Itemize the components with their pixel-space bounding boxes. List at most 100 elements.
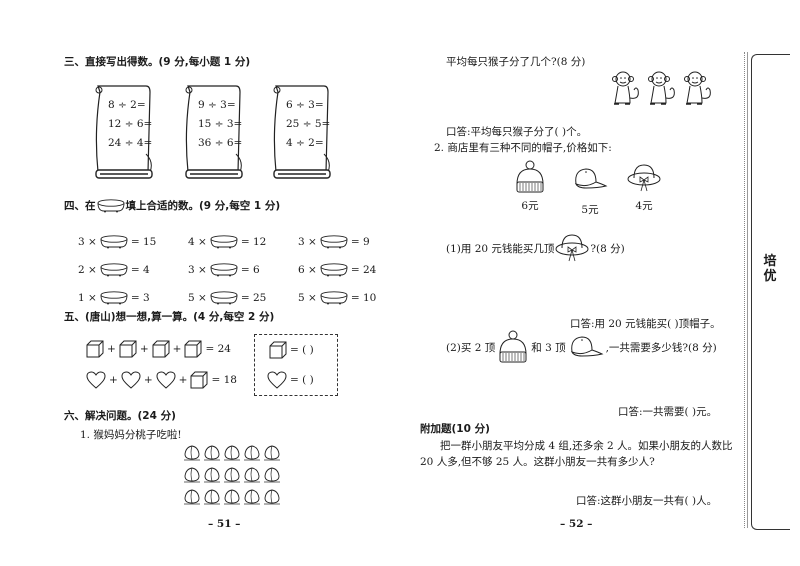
peach-icon [243, 466, 261, 484]
cap-icon [568, 334, 604, 360]
q1-answer: 口答:平均每只猴子分了( )个。 [446, 126, 588, 138]
q2-2-question: (2)买 2 顶 和 3 顶 ,一共需要多少钱?(8 分) [446, 330, 717, 364]
q2-1-question: (1)用 20 元钱能买几顶 ?(8 分) [446, 232, 625, 264]
hat-cap: 5元 [570, 166, 610, 217]
expression: 9 ÷ 3= [198, 99, 236, 111]
grid-row: 2 ×= 4 3 ×= 6 6 ×= 24 [78, 256, 408, 284]
pot-answer-box[interactable] [99, 235, 129, 249]
monkey-icon [682, 70, 714, 106]
pot-answer-box[interactable] [209, 235, 239, 249]
heart-icon [121, 371, 141, 389]
sidebar-tab [751, 54, 790, 530]
heart-answer-blank[interactable]: = ( ) [290, 374, 314, 386]
cube-answer-blank[interactable]: = ( ) [290, 344, 314, 356]
heart-equation: + + + = 18 [86, 371, 237, 389]
section4-grid: 3 ×= 15 4 ×= 12 3 ×= 9 2 ×= 4 3 ×= 6 6 ×… [78, 228, 408, 312]
expression: 12 ÷ 6= [108, 118, 153, 130]
expression: 6 ÷ 3= [286, 99, 324, 111]
peach-icon [223, 444, 241, 462]
grid-row: 1 ×= 3 5 ×= 25 5 ×= 10 [78, 284, 408, 312]
peach-icon [263, 488, 281, 506]
question-1: 1. 猴妈妈分桃子吃啦! [80, 429, 182, 441]
cube-answer: = ( ) [269, 341, 314, 359]
equation: 3 ×= 15 [78, 235, 157, 249]
page-number-left: – 51 – [208, 518, 241, 530]
equation: 4 ×= 12 [188, 235, 267, 249]
pot-answer-box[interactable] [319, 235, 349, 249]
price-label: 4元 [635, 200, 653, 212]
expression: 25 ÷ 5= [286, 118, 331, 130]
section3-title: 三、直接写出得数。(9 分,每小题 1 分) [64, 56, 251, 68]
peach-icon [243, 444, 261, 462]
grid-row: 3 ×= 15 4 ×= 12 3 ×= 9 [78, 228, 408, 256]
pot-answer-box[interactable] [209, 291, 239, 305]
section6-title: 六、解决问题。(24 分) [64, 410, 176, 422]
q2-2-answer: 口答:一共需要( )元。 [618, 406, 718, 418]
bonus-title: 附加题(10 分) [420, 423, 490, 435]
bonus-line-2: 20 人多,但不够 25 人。这群小朋友一共有多少人? [420, 456, 655, 468]
knit-hat-icon [514, 160, 546, 194]
peach-icon [203, 444, 221, 462]
hat-knit: 6元 [512, 160, 548, 213]
equation: 5 ×= 25 [188, 291, 267, 305]
cap-icon [572, 166, 608, 192]
expression: 4 ÷ 2= [286, 137, 324, 149]
hat-sun: 4元 [624, 162, 664, 213]
equation: 5 ×= 10 [298, 291, 377, 305]
scroll-card-3: 6 ÷ 3= 25 ÷ 5= 4 ÷ 2= [268, 82, 332, 182]
equation: 3 ×= 6 [188, 263, 260, 277]
page-number-right: – 52 – [560, 518, 593, 530]
equation: 2 ×= 4 [78, 263, 150, 277]
heart-icon [156, 371, 176, 389]
q2-title: 2. 商店里有三种不同的帽子,价格如下: [434, 142, 612, 154]
cube-icon [190, 371, 208, 389]
equation: 1 ×= 3 [78, 291, 150, 305]
peach-icon [243, 488, 261, 506]
cube-icon [269, 341, 287, 359]
knit-hat-icon [497, 330, 529, 364]
peach-icon [263, 466, 281, 484]
answer-frame: = ( ) = ( ) [254, 334, 338, 396]
expression: 36 ÷ 6= [198, 137, 243, 149]
cube-icon [86, 340, 104, 358]
peach-icon [183, 466, 201, 484]
peach-icon [183, 444, 201, 462]
sun-hat-icon [554, 232, 590, 264]
peach-icon [183, 488, 201, 506]
scroll-card-1: 8 ÷ 2= 12 ÷ 6= 24 ÷ 4= [90, 82, 154, 182]
monkey-icon [646, 70, 678, 106]
sun-hat-icon [626, 162, 662, 194]
pot-answer-box[interactable] [99, 263, 129, 277]
monkey-group [610, 70, 718, 110]
peach-icon [223, 466, 241, 484]
expression: 8 ÷ 2= [108, 99, 146, 111]
equation: 6 ×= 24 [298, 263, 377, 277]
price-label: 6元 [521, 200, 539, 212]
cube-icon [152, 340, 170, 358]
q1-question: 平均每只猴子分了几个?(8 分) [446, 56, 586, 68]
heart-icon [267, 371, 287, 389]
sidebar-logo: 培优 [763, 254, 777, 284]
peach-grid [182, 444, 282, 510]
heart-icon [86, 371, 106, 389]
cube-equation: + + + = 24 [86, 340, 231, 358]
pot-answer-box[interactable] [319, 263, 349, 277]
equation: 3 ×= 9 [298, 235, 370, 249]
expression: 24 ÷ 4= [108, 137, 153, 149]
section4-title: 四、在 填上合适的数。(9 分,每空 1 分) [64, 199, 281, 213]
expression: 15 ÷ 3= [198, 118, 243, 130]
binding-perforation [744, 52, 748, 528]
pot-answer-box[interactable] [99, 291, 129, 305]
q2-1-answer: 口答:用 20 元钱能买( )顶帽子。 [570, 318, 721, 330]
monkey-icon [610, 70, 642, 106]
peach-icon [203, 488, 221, 506]
bonus-line-1: 把一群小朋友平均分成 4 组,还多余 2 人。如果小朋友的人数比 [440, 440, 733, 452]
cube-icon [184, 340, 202, 358]
section5-title: 五、(唐山)想一想,算一算。(4 分,每空 2 分) [64, 311, 275, 323]
peach-icon [203, 466, 221, 484]
pot-answer-box[interactable] [319, 291, 349, 305]
pot-answer-box[interactable] [209, 263, 239, 277]
peach-icon [223, 488, 241, 506]
pot-icon [96, 199, 126, 213]
peach-icon [263, 444, 281, 462]
